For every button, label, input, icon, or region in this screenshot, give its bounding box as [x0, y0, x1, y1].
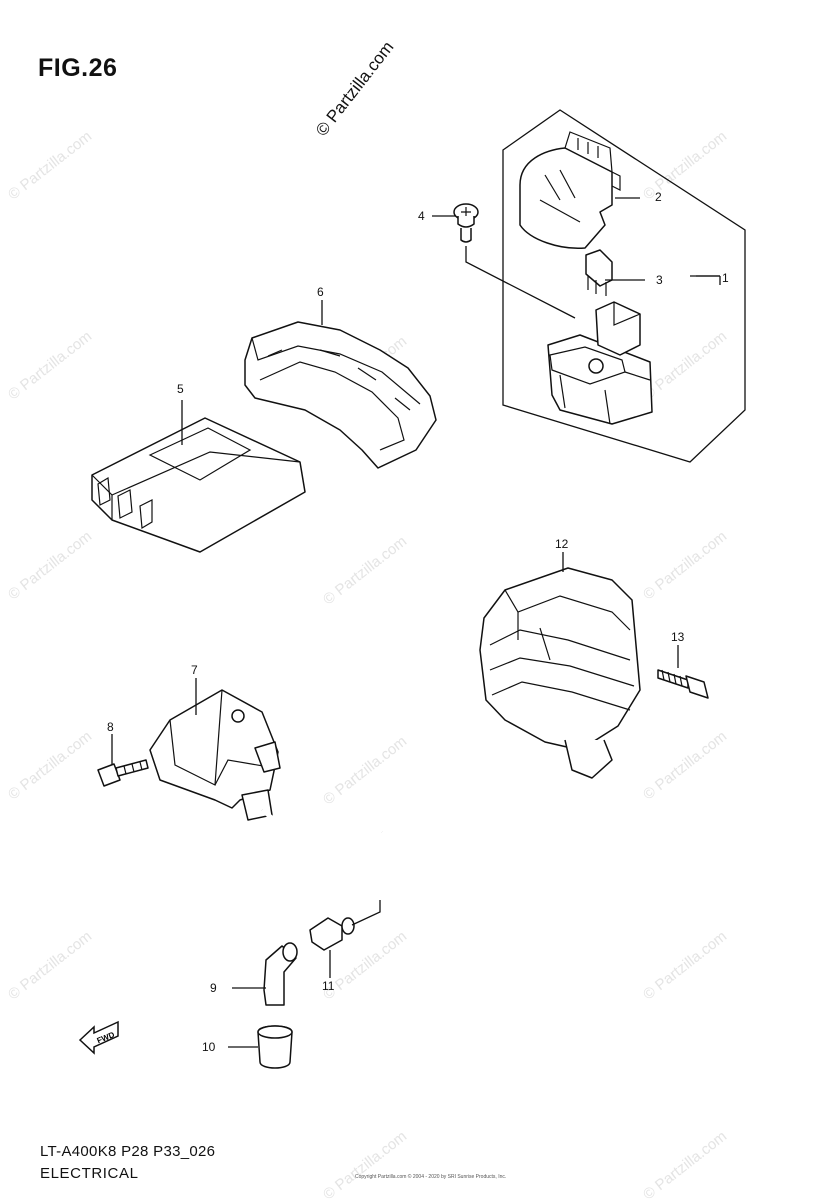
callout-10: 10 — [202, 1040, 216, 1054]
starter-relay[interactable] — [547, 301, 653, 425]
part-11-plug-cap-end[interactable] — [309, 917, 355, 951]
part-10-cap-cover[interactable] — [257, 1025, 293, 1069]
assembly-outline — [502, 109, 746, 463]
part-7-ignition-coil[interactable] — [149, 689, 281, 821]
callout-2: 2 — [655, 190, 662, 204]
part-9-spark-plug-cap[interactable] — [263, 942, 298, 1006]
part-6-rubber-cover[interactable] — [244, 321, 437, 469]
callout-12: 12 — [555, 537, 569, 551]
callout-8: 8 — [107, 720, 114, 734]
screw-alignment-line — [465, 246, 576, 319]
forward-arrow-icon: FWD — [78, 1020, 119, 1055]
part-8-bolt[interactable] — [97, 759, 149, 787]
part-2-cover[interactable] — [519, 131, 621, 249]
part-3-fuse[interactable] — [585, 249, 613, 296]
callout-7: 7 — [191, 663, 198, 677]
part-12-regulator-rectifier[interactable] — [479, 567, 641, 779]
part-13-bolt[interactable] — [657, 669, 709, 699]
cap-alignment-line — [351, 900, 381, 926]
part-5-ecm[interactable] — [91, 417, 306, 553]
callout-3: 3 — [656, 273, 663, 287]
callout-9: 9 — [210, 981, 217, 995]
part-4-screw[interactable] — [453, 203, 479, 243]
copyright-notice: Copyright Partzilla.com © 2004 - 2020 by… — [355, 1174, 507, 1180]
model-code: LT-A400K8 P28 P33_026 — [40, 1143, 216, 1160]
callout-4: 4 — [418, 209, 425, 223]
leader-lines — [111, 197, 721, 1048]
callout-1: 1 — [722, 271, 729, 285]
callout-5: 5 — [177, 382, 184, 396]
section-title: ELECTRICAL — [40, 1165, 139, 1182]
callout-13: 13 — [671, 630, 685, 644]
callout-11: 11 — [322, 979, 335, 993]
figure-title: FIG.26 — [38, 54, 118, 82]
callout-6: 6 — [317, 285, 324, 299]
